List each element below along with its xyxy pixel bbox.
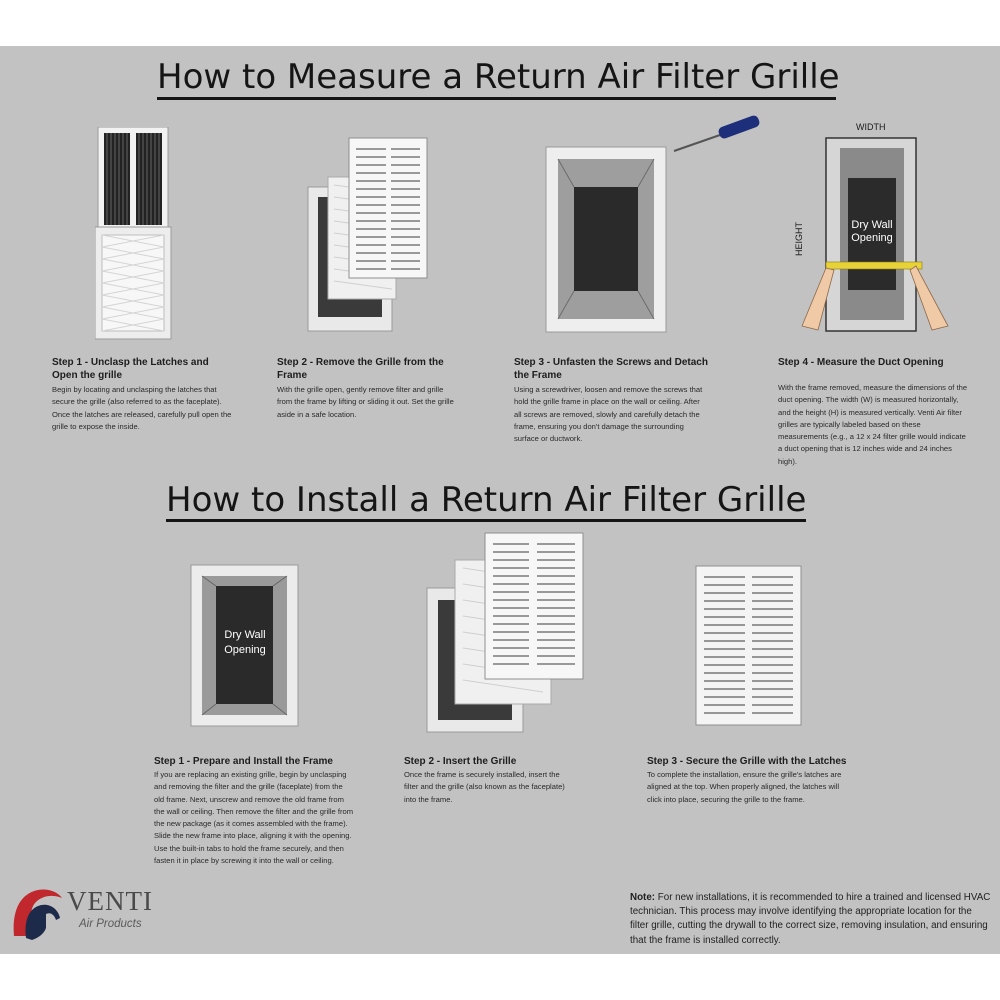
install-opening-line1: Dry Wall	[224, 629, 266, 641]
install-opening-line2: Opening	[224, 644, 266, 656]
note-label: Note:	[630, 892, 656, 903]
install-step1-body: If you are replacing an existing grille,…	[154, 770, 354, 866]
helmet-icon	[13, 889, 63, 940]
install-opening-label: Dry Wall Opening	[218, 628, 272, 658]
install-step3-title: Step 3 - Secure the Grille with the Latc…	[647, 756, 847, 767]
brand-tagline: Air Products	[79, 918, 142, 930]
screwdriver-icon	[673, 115, 760, 152]
duct-opening-line1: Dry Wall	[851, 219, 893, 231]
install-step2-title: Step 2 - Insert the Grille	[404, 756, 517, 767]
width-label: WIDTH	[856, 122, 886, 132]
installed-frame-illustration	[190, 564, 300, 728]
measure-step4-body: With the frame removed, measure the dime…	[778, 383, 968, 466]
open-grille-illustration	[95, 127, 175, 342]
measure-heading: How to Measure a Return Air Filter Grill…	[157, 57, 840, 97]
measure-heading-text: How to Measure a Return Air Filter Grill…	[157, 57, 840, 97]
install-heading-text: How to Install a Return Air Filter Grill…	[166, 480, 807, 520]
install-step1-title: Step 1 - Prepare and Install the Frame	[154, 756, 333, 767]
measure-heading-underline	[157, 97, 836, 100]
duct-opening-line2: Opening	[851, 232, 893, 244]
install-heading: How to Install a Return Air Filter Grill…	[166, 480, 806, 520]
note-text: For new installations, it is recommended…	[630, 892, 991, 946]
measure-step4-title: Step 4 - Measure the Duct Opening	[778, 357, 944, 368]
frame-screwdriver-illustration	[544, 115, 764, 337]
venti-logo: VENTI Air Products	[8, 884, 158, 946]
measure-step3-title: Step 3 - Unfasten the Screws and Detach …	[514, 357, 708, 381]
height-label: HEIGHT	[794, 221, 804, 256]
brand-name: VENTI	[67, 886, 153, 916]
install-step2-body: Once the frame is securely installed, in…	[404, 770, 565, 804]
secured-grille-illustration	[695, 565, 803, 727]
duct-measure-illustration	[800, 120, 950, 335]
installation-note: Note: For new installations, it is recom…	[630, 891, 992, 948]
measure-step2-title: Step 2 - Remove the Grille from the Fram…	[277, 357, 444, 381]
duct-opening-label: Dry Wall Opening	[848, 219, 896, 245]
measure-step1-title: Step 1 - Unclasp the Latches and Open th…	[52, 357, 209, 381]
measure-step1-body: Begin by locating and unclasping the lat…	[52, 385, 232, 431]
measure-step3-body: Using a screwdriver, loosen and remove t…	[514, 385, 703, 444]
insert-grille-illustration	[425, 532, 587, 736]
measure-step2-body: With the grille open, gently remove filt…	[277, 385, 454, 419]
install-step3-body: To complete the installation, ensure the…	[647, 770, 842, 804]
install-heading-underline	[166, 519, 806, 522]
removed-grille-illustration	[306, 135, 432, 335]
